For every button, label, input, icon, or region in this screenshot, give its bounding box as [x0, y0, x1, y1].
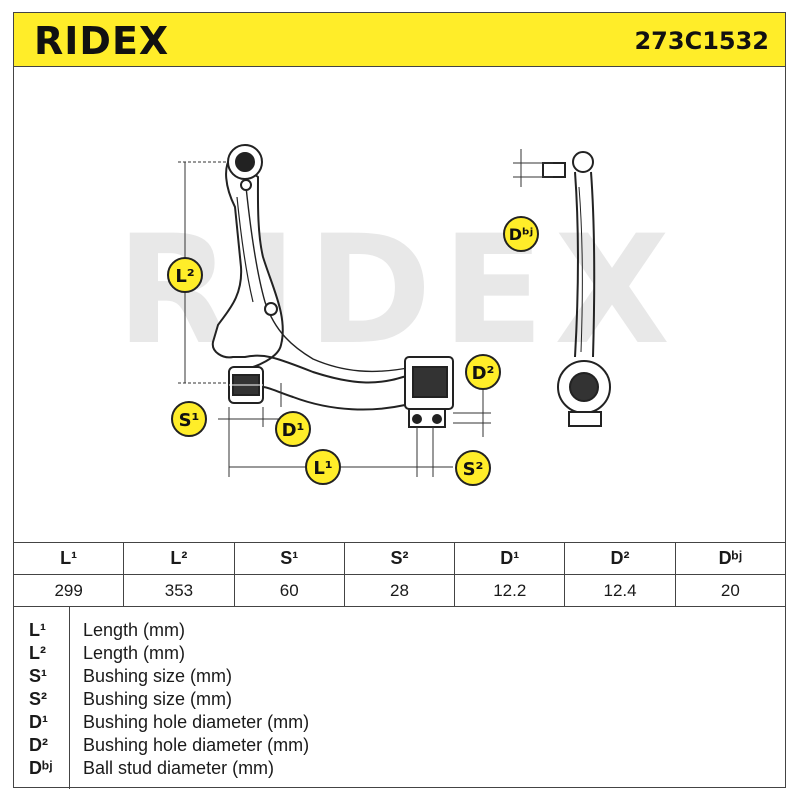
label-dbj: Dᵇʲ: [509, 225, 533, 244]
drawing-svg: RIDEX: [116, 144, 680, 486]
spec-header-cell: L²: [123, 542, 235, 575]
legend-description: Bushing hole diameter (mm): [83, 735, 310, 755]
legend-symbol: Dᵇʲ: [29, 758, 53, 778]
label-l2: L²: [175, 266, 194, 287]
spec-header-cell: Dᵇʲ: [674, 542, 787, 575]
badge-dbj: Dᵇʲ: [503, 216, 539, 252]
spec-header-cell: L¹: [12, 542, 125, 575]
legend-symbol: L¹: [29, 620, 46, 640]
legend-symbol: D²: [29, 735, 48, 755]
badge-s2: S²: [455, 450, 491, 486]
legend-divider: [69, 607, 70, 789]
legend-item: L² Length (mm): [13, 642, 786, 664]
badge-d2: D²: [465, 354, 501, 390]
legend-description: Ball stud diameter (mm): [83, 758, 275, 778]
legend-description: Bushing hole diameter (mm): [83, 712, 310, 732]
badge-d1: D¹: [275, 411, 311, 447]
spec-value-cell: 28: [343, 574, 456, 607]
technical-drawing: RIDEX: [13, 67, 786, 542]
brand-logo: RIDEX: [34, 19, 170, 63]
legend-symbol: L²: [29, 643, 46, 663]
legend-symbol: S¹: [29, 666, 47, 686]
header-bar: RIDEX 273C1532: [13, 12, 786, 67]
part-number: 273C1532: [634, 27, 769, 55]
spec-value-cell: 299: [12, 574, 125, 607]
spec-value-cell: 12.2: [454, 574, 566, 607]
badge-l1: L¹: [305, 449, 341, 485]
spec-value-cell: 353: [123, 574, 235, 607]
spec-header-cell: S²: [343, 542, 456, 575]
watermark-text: RIDEX: [116, 204, 680, 378]
spec-header-cell: D²: [564, 542, 676, 575]
spec-header-cell: S¹: [233, 542, 345, 575]
legend-symbol: S²: [29, 689, 47, 709]
label-l1: L¹: [313, 458, 332, 479]
label-s1: S¹: [179, 410, 200, 431]
legend-item: S¹ Bushing size (mm): [13, 665, 786, 687]
legend-description: Bushing size (mm): [83, 689, 233, 709]
legend-symbol: D¹: [29, 712, 48, 732]
control-arm-drawing: [211, 144, 454, 428]
legend-item: S² Bushing size (mm): [13, 688, 786, 710]
legend-item: Dᵇʲ Ball stud diameter (mm): [13, 757, 786, 779]
legend: L¹ Length (mm) L² Length (mm) S¹ Bushing…: [13, 606, 786, 789]
legend-description: Bushing size (mm): [83, 666, 233, 686]
spec-header-cell: D¹: [454, 542, 566, 575]
label-s2: S²: [463, 459, 484, 480]
legend-description: Length (mm): [83, 620, 186, 640]
legend-item: D¹ Bushing hole diameter (mm): [13, 711, 786, 733]
badge-s1: S¹: [171, 401, 207, 437]
spec-table-value-row: 299 353 60 28 12.2 12.4 20: [12, 574, 787, 607]
spec-value-cell: 12.4: [564, 574, 676, 607]
label-d2: D²: [472, 363, 495, 384]
legend-description: Length (mm): [83, 643, 186, 663]
spec-value-cell: 60: [233, 574, 345, 607]
badge-l2: L²: [167, 257, 203, 293]
spec-table: L¹ L² S¹ S² D¹ D² Dᵇʲ 299 353 60 28 12.2…: [12, 542, 787, 607]
legend-item: D² Bushing hole diameter (mm): [13, 734, 786, 756]
spec-value-cell: 20: [674, 574, 787, 607]
spec-table-header-row: L¹ L² S¹ S² D¹ D² Dᵇʲ: [12, 542, 787, 575]
legend-item: L¹ Length (mm): [13, 619, 786, 641]
side-view-drawing: [542, 151, 611, 427]
label-d1: D¹: [282, 420, 305, 441]
